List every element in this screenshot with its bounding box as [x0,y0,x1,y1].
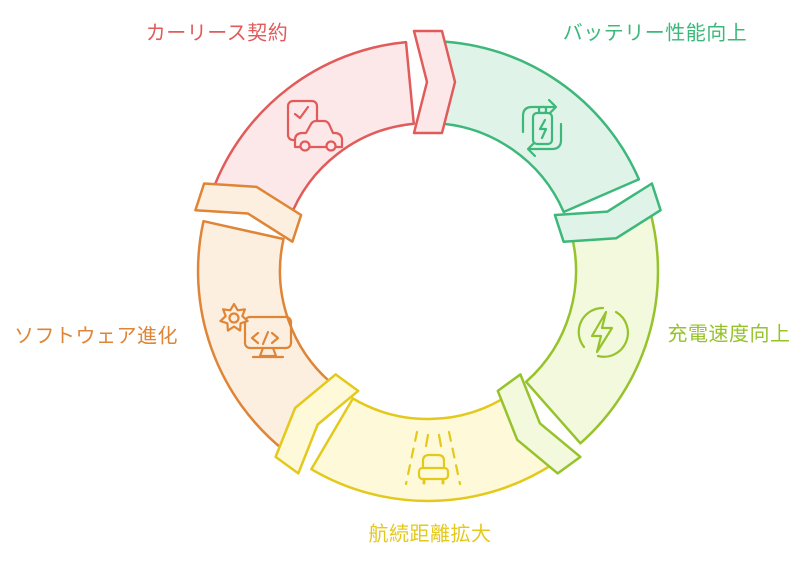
segment-arrow-charging [496,373,582,475]
battery-recycle-icon [521,98,563,158]
label-car-lease: カーリース契約 [145,22,289,45]
label-battery: バッテリー性能向上 [562,22,748,45]
road-car-icon [404,430,462,486]
contract-car-icon [286,99,344,152]
label-range: 航続距離拡大 [368,523,492,546]
segment-arrow-software [194,182,303,243]
segment-charging [524,208,660,445]
label-charging: 充電速度向上 [667,323,791,346]
segment-arrow-range [274,373,360,475]
label-software: ソフトウェア進化 [14,325,178,348]
segment-arrow-car-lease [412,29,457,135]
segment-range [310,393,557,503]
software-gear-monitor-icon [219,302,293,359]
charging-bolt-icon [577,306,630,358]
segment-arrow-battery [553,182,662,243]
